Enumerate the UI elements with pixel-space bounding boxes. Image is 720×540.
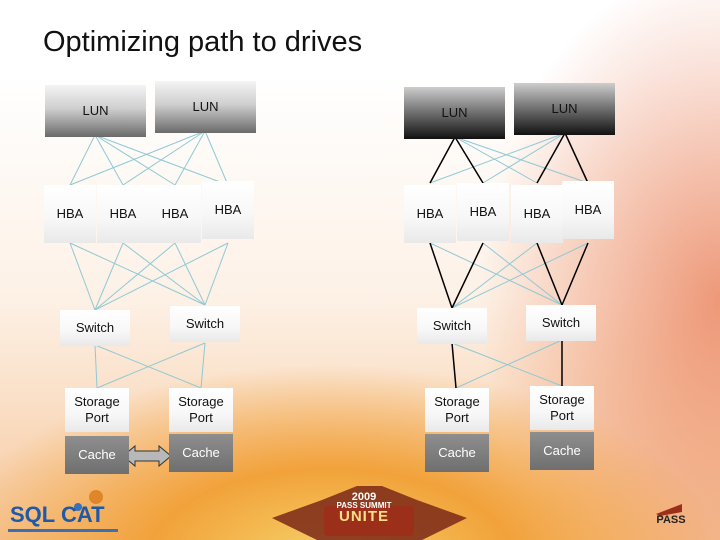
pass-logo-text: PASS <box>656 514 686 526</box>
badge-year: 2009 <box>351 491 377 503</box>
right-storage-port-1: Storage Port <box>425 388 489 432</box>
right-lun-hba-light-links <box>429 132 589 184</box>
right-storage-port-2: Storage Port <box>530 386 594 430</box>
right-switch-port-dark-links <box>451 340 563 389</box>
sqlcat-logo-text: SQL CAT <box>10 502 105 527</box>
left-switch-1: Switch <box>60 310 130 346</box>
left-storage-port-2: Storage Port <box>169 388 233 432</box>
left-hba-2: HBA <box>97 185 149 243</box>
right-lun-1: LUN <box>404 87 505 139</box>
badge-main-text: UNITE <box>339 508 389 525</box>
right-lun-2: LUN <box>514 83 615 135</box>
left-cache-2: Cache <box>169 434 233 472</box>
left-hba-switch-links <box>69 242 229 311</box>
left-switch-port-links <box>94 342 206 389</box>
right-switch-2: Switch <box>526 305 596 341</box>
left-lun-hba-links <box>69 130 229 186</box>
left-switch-2: Switch <box>170 306 240 342</box>
sqlcat-logo <box>8 490 118 532</box>
left-lun-2: LUN <box>155 81 256 133</box>
left-cache-1: Cache <box>65 436 129 474</box>
right-cache-1: Cache <box>425 434 489 472</box>
left-hba-3: HBA <box>149 185 201 243</box>
right-lun-hba-dark-links <box>429 132 589 184</box>
right-hba-1: HBA <box>404 185 456 243</box>
slide-title: Optimizing path to drives <box>43 26 363 58</box>
right-hba-3: HBA <box>511 185 563 243</box>
right-hba-switch-dark-links <box>429 242 589 309</box>
pass-summit-badge <box>272 486 467 540</box>
right-switch-port-light-links <box>451 339 563 389</box>
right-hba-4: HBA <box>562 181 614 239</box>
right-hba-switch-light-links <box>429 242 589 309</box>
cache-link-arrow <box>122 444 172 468</box>
left-hba-4: HBA <box>202 181 254 239</box>
left-hba-1: HBA <box>44 185 96 243</box>
pass-logo <box>656 504 682 516</box>
right-switch-1: Switch <box>417 308 487 344</box>
left-lun-1: LUN <box>45 85 146 137</box>
right-hba-2: HBA <box>457 183 509 241</box>
badge-subtitle: PASS SUMMIT <box>336 501 392 510</box>
left-storage-port-1: Storage Port <box>65 388 129 432</box>
right-cache-2: Cache <box>530 432 594 470</box>
